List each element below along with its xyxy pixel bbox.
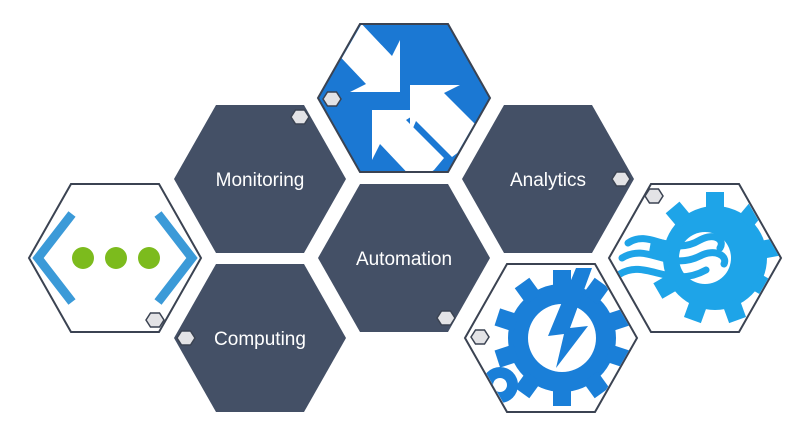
gear-tooth	[553, 386, 571, 406]
label-computing: Computing	[214, 329, 306, 350]
gear-tooth	[683, 298, 708, 324]
label-monitoring: Monitoring	[216, 170, 305, 191]
gear-tooth	[514, 371, 542, 399]
gear-tooth	[665, 201, 693, 229]
gear-tooth	[514, 277, 542, 305]
badge-hex-icon	[644, 188, 664, 204]
gear-tooth	[553, 270, 571, 290]
gear-tooth	[706, 192, 724, 212]
gear-tooth	[582, 277, 610, 305]
hex-analytics	[462, 105, 634, 253]
network-dots-icon	[27, 183, 203, 333]
hex-automation	[318, 184, 490, 332]
badge-hex-icon	[145, 312, 165, 328]
badge-hex-icon	[611, 171, 631, 187]
badge-hex-icon	[322, 91, 342, 107]
hex-monitoring	[174, 105, 346, 253]
label-automation: Automation	[356, 249, 452, 270]
gear-tooth	[582, 371, 610, 399]
badge-hex-icon	[290, 109, 310, 125]
gear-tooth	[494, 308, 520, 332]
gear-tooth	[494, 344, 520, 368]
badge-hex-icon	[470, 329, 490, 345]
arrows-converge-icon	[316, 23, 492, 173]
hex-computing	[174, 264, 346, 412]
badge-hexes	[145, 91, 664, 346]
badge-hex-icon	[176, 330, 196, 346]
label-analytics: Analytics	[510, 170, 586, 191]
badge-hex-icon	[436, 310, 456, 326]
gear-lightning-icon	[463, 263, 639, 413]
gear-tooth	[722, 298, 747, 324]
gear-waves-icon	[607, 183, 783, 333]
